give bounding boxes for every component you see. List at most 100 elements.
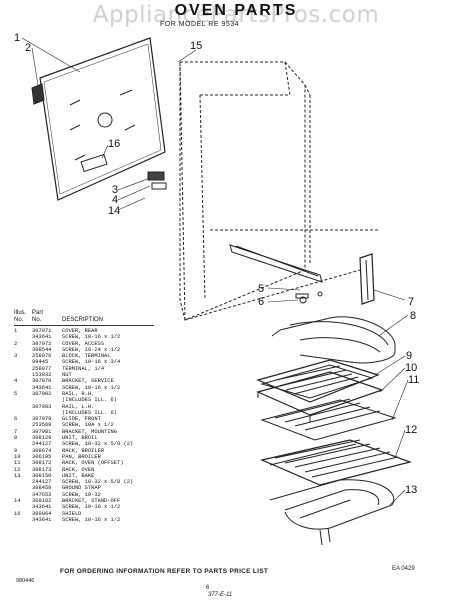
broil-element [271, 316, 396, 364]
illus-no-cell: 3 [14, 353, 18, 360]
illus-no-cell: 11 [14, 460, 21, 467]
description-cell: COVER, REAR [62, 328, 98, 334]
part-no-cell: 308674 [32, 447, 52, 454]
description-cell: SCREW, 10-16 x 3/4 [62, 359, 121, 366]
callout-13: 13 [405, 484, 418, 496]
table-row: 5 307982 RAIL, R.H. [14, 391, 154, 397]
column-header-part: Part [32, 310, 44, 316]
table-row: 98445 SCREW, 10-16 x 3/4 [14, 359, 154, 365]
description-cell: GROUND STRAP [62, 485, 101, 492]
part-no-cell: 343641 [32, 516, 52, 523]
table-row: 9 308674 RACK, BROILER [14, 448, 154, 454]
table-row: 13 308150 UNIT, BAKE [14, 473, 154, 479]
illus-no-cell: 1 [14, 328, 18, 334]
page-code: 980446 [16, 578, 35, 584]
part-no-cell: 308544 [32, 346, 52, 353]
part-no-cell: 343641 [32, 504, 52, 511]
callout-1: 1 [14, 32, 21, 44]
illus-no-cell: 6 [14, 416, 18, 423]
part-no-cell: 153932 [32, 372, 52, 379]
part-no-cell: 347653 [32, 491, 52, 498]
description-cell: PAN, BROILER [62, 453, 101, 460]
description-cell: UNIT, BROIL [62, 435, 98, 442]
part-no-cell: 307981 [32, 428, 52, 435]
table-row: 307983 RAIL, L.H. [14, 404, 154, 410]
description-cell: NUT [62, 372, 72, 379]
description-cell: TERMINAL, 1/4 [62, 365, 105, 372]
illus-no-cell: 4 [14, 378, 18, 385]
illus-no-cell: 8 [14, 435, 18, 442]
part-no-cell: 307983 [32, 403, 52, 410]
broiler-rack [260, 398, 397, 441]
part-no-cell: 98445 [32, 359, 49, 366]
table-row: 343641 SCREW, 10-16 x 1/2 [14, 504, 154, 510]
part-no-cell: 307982 [32, 390, 52, 397]
description-cell: SCREW, 10-16 x 1/2 [62, 504, 121, 511]
description-cell: COVER, ACCESS [62, 340, 105, 347]
callout-3: 3 [112, 184, 119, 196]
table-row: (INCLUDES ILL. 6) [14, 410, 154, 416]
part-no-cell: 343641 [32, 384, 52, 391]
table-row: 153932 NUT [14, 372, 154, 378]
mounting-bracket-right [359, 253, 375, 305]
handwritten-note: 377-E-11 [208, 592, 233, 598]
description-cell: RAIL, R.H. [62, 390, 95, 397]
column-header-description: DESCRIPTION [62, 316, 104, 323]
description-cell: RACK, OVEN (OFFSET) [62, 460, 124, 467]
table-row: 308458 GROUND STRAP [14, 485, 154, 491]
part-no-cell: 308129 [32, 435, 52, 442]
callout-11: 11 [408, 374, 420, 386]
column-header-illus: Illus. [14, 310, 27, 316]
part-no-cell: 253569 [32, 422, 52, 429]
callout-5: 5 [258, 283, 265, 295]
part-no-cell: 307971 [32, 328, 52, 334]
illus-no-cell: 9 [14, 447, 18, 454]
description-cell: SCREW, 10-24 x 1/2 [62, 346, 121, 353]
page-number: 6 [206, 585, 210, 591]
part-no-cell: 308458 [32, 485, 52, 492]
description-cell: RAIL, L.H. [62, 403, 95, 410]
description-cell: UNIT, BAKE [62, 472, 95, 479]
callout-9: 9 [406, 350, 413, 362]
description-cell: (INCLUDES ILL. 6) [62, 409, 117, 416]
description-cell: BRACKET, STAND-OFF [62, 498, 121, 505]
description-cell: RACK, BROILER [62, 447, 105, 454]
illus-no-cell: 7 [14, 428, 18, 435]
table-row: 244127 SCREW, 10-32 x 5/8 (2) [14, 479, 154, 485]
illus-no-cell [14, 517, 32, 523]
illus-no-cell: 5 [14, 390, 18, 397]
part-no-cell: 308150 [32, 472, 52, 479]
watermark: AppliancePartsPros.com [92, 2, 380, 28]
part-no-cell: 309064 [32, 510, 52, 517]
callout-12: 12 [405, 424, 418, 436]
description-cell: SCREW, 10-32 x 5/8 (2) [62, 479, 134, 486]
table-header: Illus. Part [14, 310, 154, 317]
page-title: OVEN PARTS [174, 2, 298, 19]
part-no-cell: 309102 [32, 498, 52, 505]
column-header-no-2: No. [32, 316, 42, 323]
description-cell: SHIELD [62, 510, 82, 517]
callout-10: 10 [405, 362, 418, 374]
rear-cover-panel [39, 37, 166, 201]
callout-8: 8 [410, 310, 417, 322]
illus-no-cell: 13 [14, 472, 21, 479]
bake-element [269, 479, 395, 546]
description-cell: SCREW, 10-32 x 5/8 (2) [62, 441, 134, 448]
mounting-bracket [229, 244, 323, 304]
part-no-cell: 244127 [32, 479, 52, 486]
page-subtitle: FOR MODEL RE 9534 [160, 21, 240, 28]
callout-7: 7 [408, 296, 415, 308]
table-row: (INCLUDES ILL. 6) [14, 397, 154, 403]
description-cell: BRACKET, SERVICE [62, 378, 114, 385]
